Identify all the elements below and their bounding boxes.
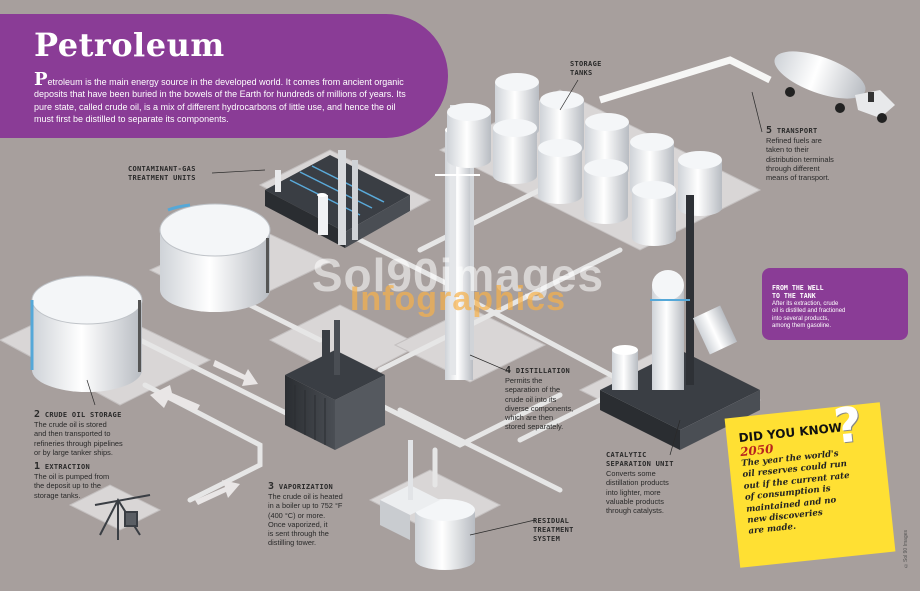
residual-treatment-tank	[380, 440, 475, 570]
intro-dropcap: P	[34, 69, 48, 90]
storage-tank-grid	[447, 73, 722, 246]
watermark-line2: Infographics	[349, 280, 567, 318]
distillation-tower	[435, 105, 480, 380]
crude-oil-tank-1	[30, 275, 143, 392]
leader-lines	[86, 79, 763, 536]
question-mark-icon: ?	[831, 396, 865, 456]
image-credit: ©Sol 90 Images	[903, 530, 909, 568]
catalytic-unit	[600, 195, 760, 450]
header-banner	[0, 14, 448, 138]
watermark-line1: Sol90images	[311, 249, 605, 301]
tanker-truck	[774, 51, 895, 123]
vaporization-boiler	[285, 320, 385, 450]
page-title: Petroleum	[34, 26, 225, 64]
pumpjack	[94, 494, 151, 540]
intro-text: Petroleum is the main energy source in t…	[34, 71, 414, 126]
step-2-crude-oil-storage: 2 CRUDE OIL STORAGE The crude oil is sto…	[34, 409, 123, 457]
intro-body: etroleum is the main energy source in th…	[34, 77, 406, 125]
flow-arrows	[150, 360, 258, 505]
crude-oil-tank-2	[159, 203, 271, 312]
contaminant-gas-units	[265, 150, 410, 248]
